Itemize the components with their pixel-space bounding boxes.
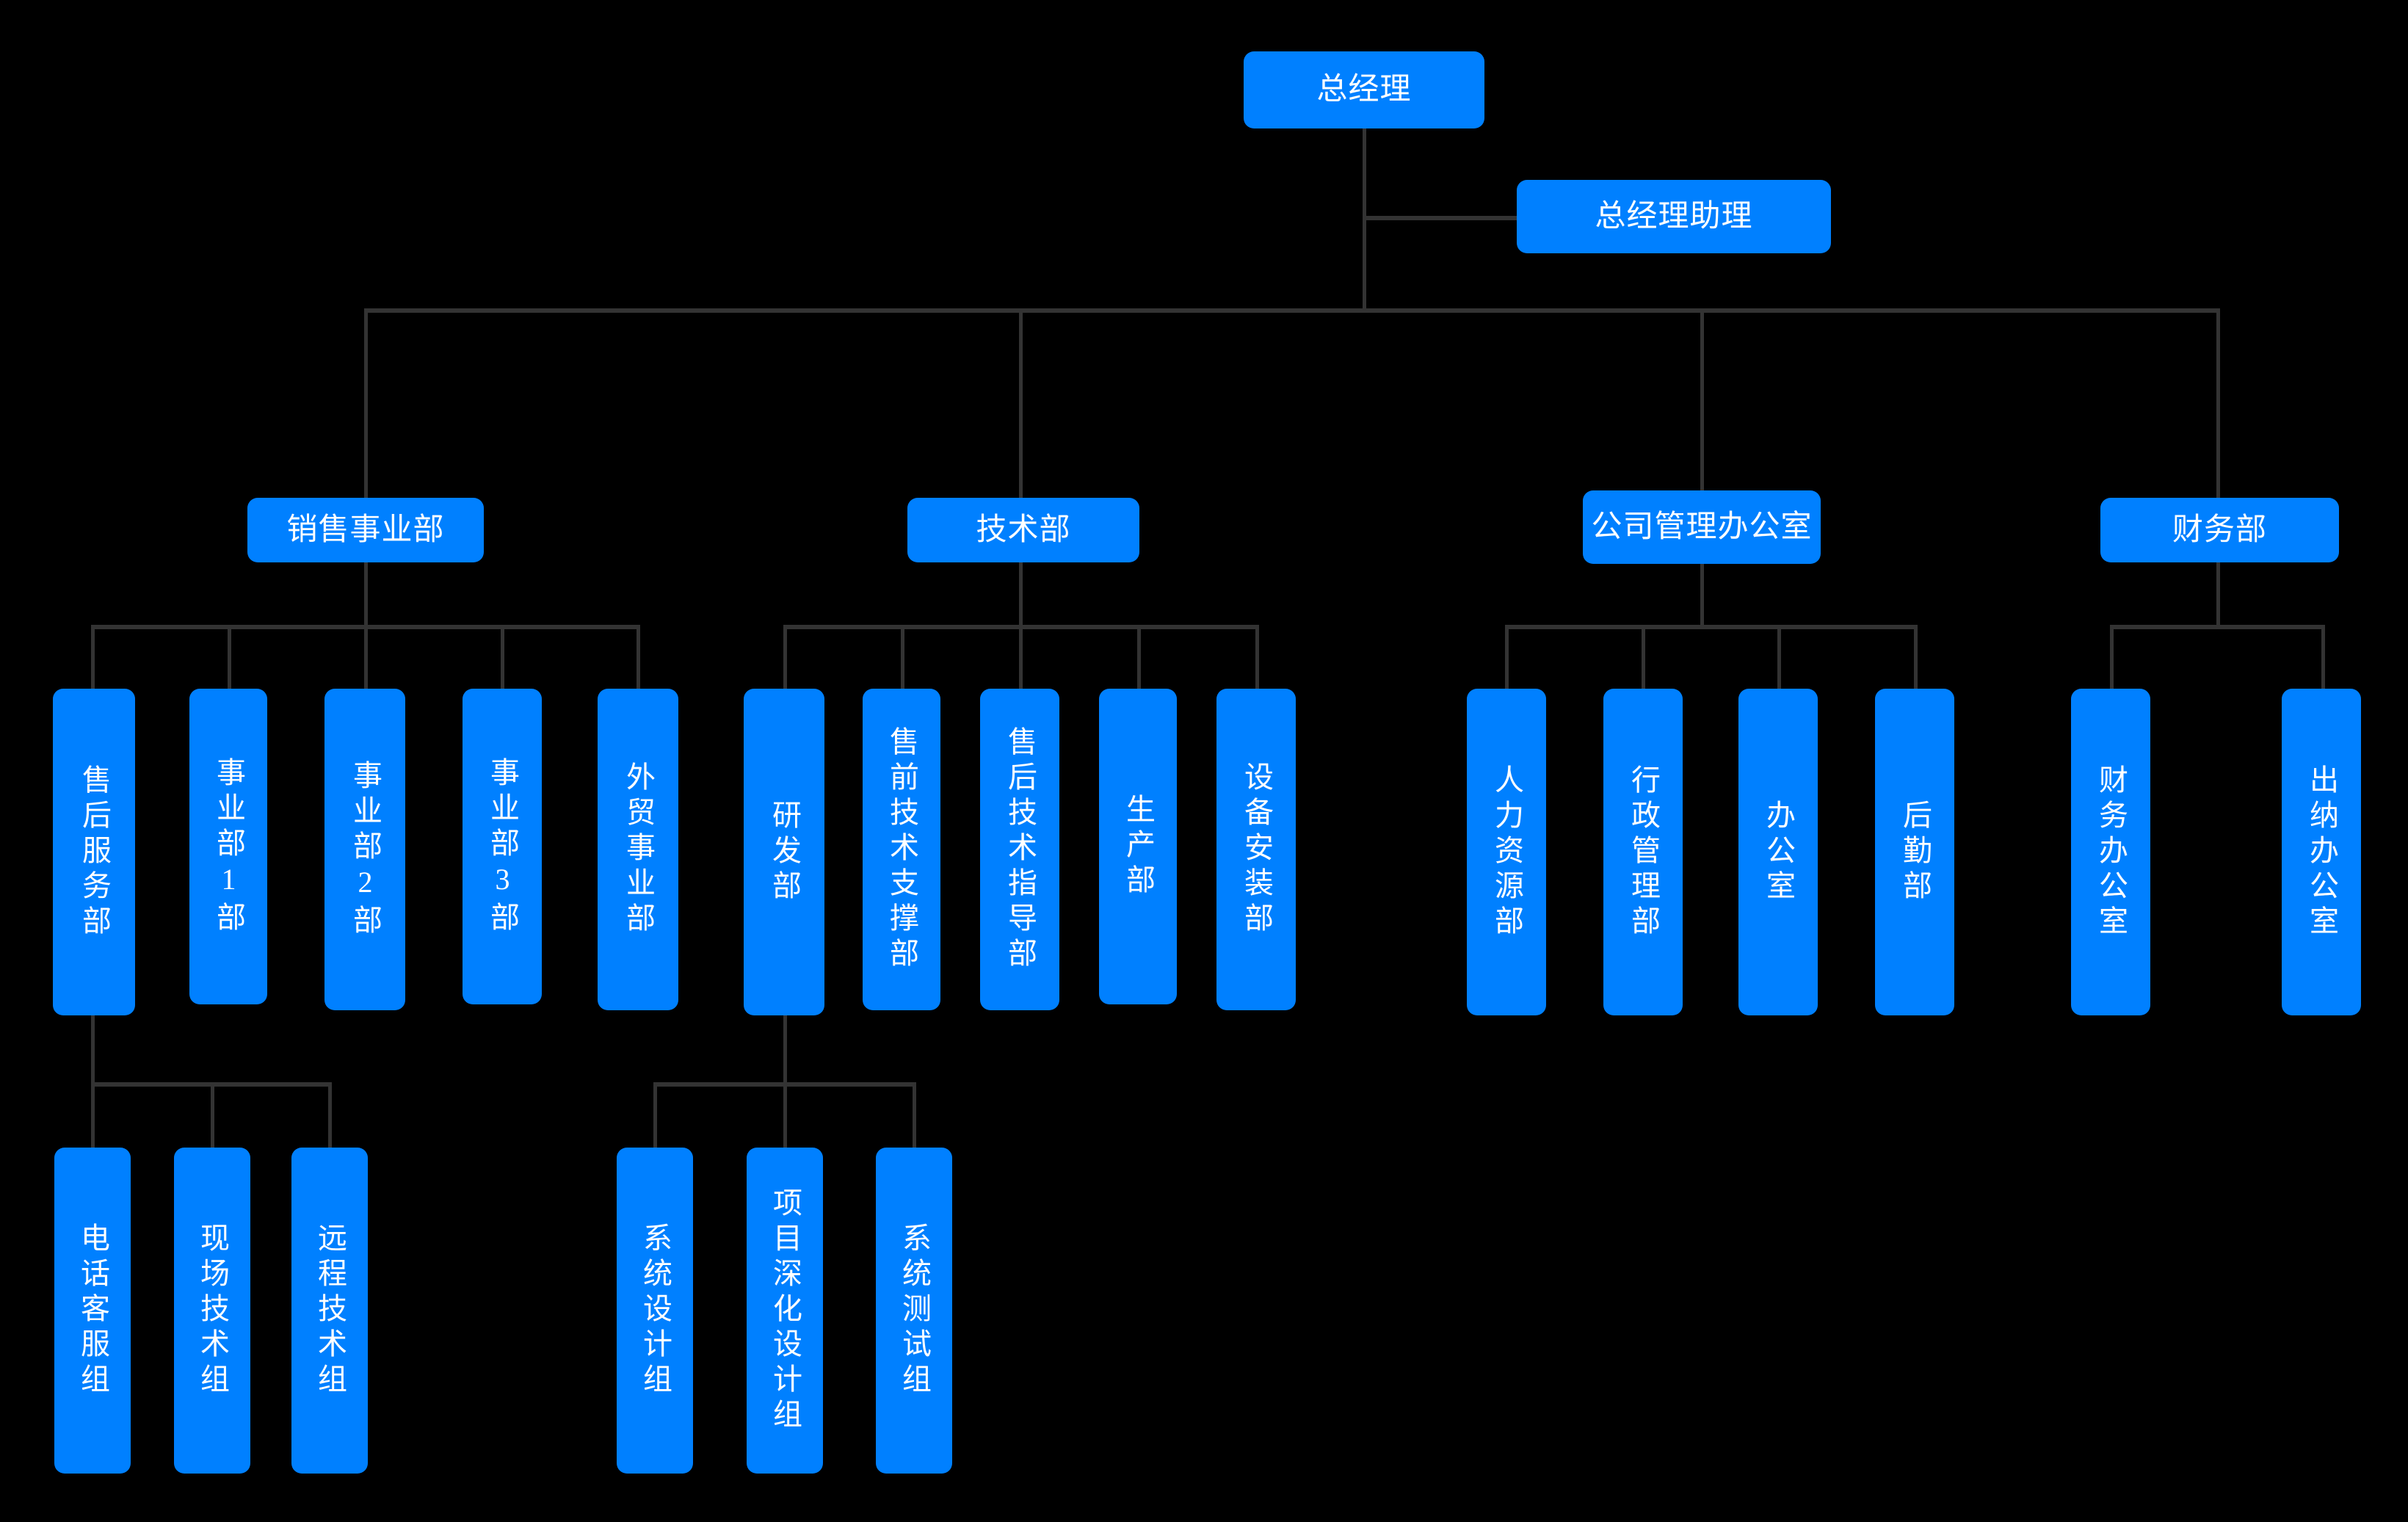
connector-rd-stem (783, 1014, 787, 1086)
node-division-3[interactable]: 事业部3部 (463, 689, 542, 1004)
connector-tech-child-4 (1137, 625, 1141, 691)
node-label: 生产部 (1122, 794, 1155, 899)
connector-rd-child-3 (913, 1082, 916, 1156)
node-general-manager[interactable]: 总经理 (1244, 51, 1484, 128)
node-label: 系统设计组 (639, 1222, 672, 1399)
node-label: 技术部 (976, 512, 1071, 547)
node-onsite-tech-group[interactable]: 现场技术组 (174, 1148, 250, 1474)
node-equipment-installation[interactable]: 设备安装部 (1216, 689, 1296, 1010)
connector-gm-assistant (1364, 216, 1517, 220)
connector-sales-child-2 (228, 625, 231, 691)
node-label: 事业部1部 (212, 756, 245, 937)
connector-sales-child-5 (637, 625, 640, 691)
connector-tech-stem (1019, 562, 1023, 628)
node-management-office[interactable]: 公司管理办公室 (1583, 490, 1821, 564)
node-label: 总经理助理 (1595, 199, 1753, 233)
node-sales-division[interactable]: 销售事业部 (247, 498, 484, 562)
connector-finance-child-1 (2110, 625, 2114, 691)
node-label: 售后服务部 (78, 764, 111, 941)
node-label: 远程技术组 (313, 1222, 347, 1399)
connector-management-child-1 (1505, 625, 1509, 691)
node-foreign-trade-division[interactable]: 外贸事业部 (598, 689, 678, 1010)
connector-management-bus (1505, 625, 1915, 629)
node-label: 办公室 (1762, 799, 1795, 905)
node-label: 销售事业部 (286, 512, 445, 547)
connector-aftersales-child-2 (211, 1082, 214, 1156)
connector-sales-child-3 (364, 625, 368, 691)
node-cashier-office[interactable]: 出纳办公室 (2282, 689, 2361, 1015)
node-label: 电话客服组 (76, 1222, 109, 1399)
node-label: 售后技术指导部 (1004, 726, 1037, 973)
node-gm-assistant[interactable]: 总经理助理 (1517, 180, 1831, 253)
node-label: 外贸事业部 (622, 761, 655, 938)
node-rd-department[interactable]: 研发部 (744, 689, 824, 1015)
node-system-testing-group[interactable]: 系统测试组 (876, 1148, 952, 1474)
node-remote-tech-group[interactable]: 远程技术组 (291, 1148, 368, 1474)
node-label: 售前技术支撑部 (885, 726, 918, 973)
connector-tech-child-5 (1255, 625, 1259, 691)
node-logistics[interactable]: 后勤部 (1875, 689, 1954, 1015)
connector-aftersales-child-1 (91, 1082, 95, 1156)
node-system-design-group[interactable]: 系统设计组 (617, 1148, 693, 1474)
connector-aftersales-child-3 (328, 1082, 332, 1156)
connector-management-child-3 (1777, 625, 1781, 691)
connector-drop-finance (2216, 308, 2220, 499)
node-label: 项目深化设计组 (769, 1187, 802, 1434)
node-production-department[interactable]: 生产部 (1099, 689, 1177, 1004)
connector-tech-child-1 (783, 625, 787, 691)
connector-drop-tech (1019, 308, 1023, 499)
node-tech-department[interactable]: 技术部 (907, 498, 1139, 562)
connector-main-bus (364, 308, 2220, 313)
node-label: 事业部2部 (349, 759, 382, 940)
connector-management-child-4 (1914, 625, 1918, 691)
node-label: 后勤部 (1899, 799, 1932, 905)
node-finance-office[interactable]: 财务办公室 (2071, 689, 2150, 1015)
node-aftersales-tech-guidance[interactable]: 售后技术指导部 (980, 689, 1059, 1010)
node-label: 财务部 (2172, 512, 2267, 547)
node-division-1[interactable]: 事业部1部 (189, 689, 267, 1004)
node-project-detail-design-group[interactable]: 项目深化设计组 (747, 1148, 823, 1474)
connector-drop-management (1700, 308, 1704, 492)
node-label: 现场技术组 (196, 1222, 229, 1399)
node-office[interactable]: 办公室 (1738, 689, 1818, 1015)
node-after-sales-service[interactable]: 售后服务部 (53, 689, 135, 1015)
connector-sales-child-4 (501, 625, 504, 691)
node-label: 事业部3部 (486, 756, 519, 937)
node-label: 行政管理部 (1627, 764, 1660, 941)
connector-finance-stem (2216, 562, 2220, 628)
node-phone-customer-service-group[interactable]: 电话客服组 (54, 1148, 131, 1474)
node-label: 财务办公室 (2095, 764, 2128, 941)
connector-sales-stem (364, 562, 368, 628)
node-label: 总经理 (1316, 73, 1412, 107)
connector-management-child-2 (1642, 625, 1645, 691)
node-label: 公司管理办公室 (1591, 510, 1813, 544)
connector-drop-sales (364, 308, 368, 499)
node-label: 设备安装部 (1240, 761, 1273, 938)
node-label: 人力资源部 (1490, 764, 1523, 941)
connector-finance-bus (2110, 625, 2324, 629)
connector-finance-child-2 (2321, 625, 2325, 691)
node-finance-department[interactable]: 财务部 (2100, 498, 2339, 562)
connector-rd-child-2 (783, 1082, 787, 1156)
connector-management-stem (1700, 562, 1704, 628)
connector-tech-child-2 (901, 625, 904, 691)
node-label: 出纳办公室 (2305, 764, 2338, 941)
connector-rd-child-1 (653, 1082, 657, 1156)
connector-sales-child-1 (91, 625, 95, 691)
node-label: 系统测试组 (898, 1222, 931, 1399)
node-presales-tech-support[interactable]: 售前技术支撑部 (863, 689, 940, 1010)
node-administration[interactable]: 行政管理部 (1603, 689, 1683, 1015)
node-division-2[interactable]: 事业部2部 (324, 689, 405, 1010)
connector-aftersales-stem (91, 1014, 95, 1086)
node-human-resources[interactable]: 人力资源部 (1467, 689, 1546, 1015)
node-label: 研发部 (768, 799, 801, 905)
connector-tech-child-3 (1019, 625, 1023, 691)
